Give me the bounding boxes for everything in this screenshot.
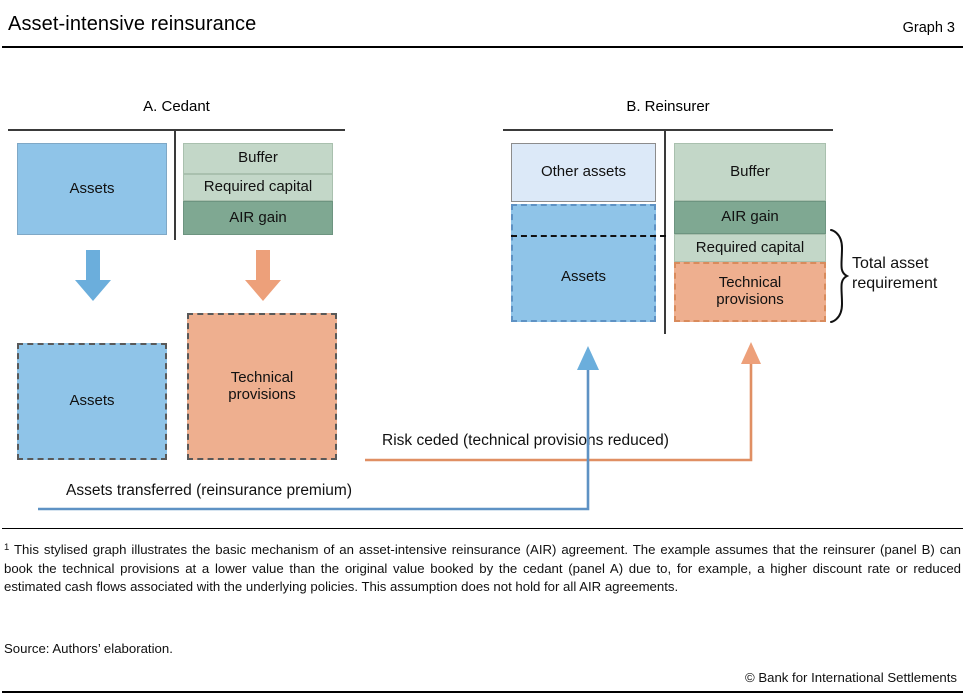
- panel-a-assets-bottom-box: Assets: [17, 343, 167, 460]
- panel-b-technical-provisions-box: Technical provisions: [674, 262, 826, 322]
- panel-b-technical-provisions-label: Technical provisions: [716, 274, 784, 308]
- panel-b-title: B. Reinsurer: [626, 98, 710, 115]
- footnote-body: This stylised graph illustrates the basi…: [4, 542, 961, 595]
- technical-provisions-down-arrow: [244, 250, 282, 302]
- panel-a-air-gain-label: AIR gain: [229, 208, 287, 226]
- total-asset-requirement-line2: requirement: [852, 275, 938, 292]
- panel-b-rule: [503, 129, 833, 131]
- footer-rule: [2, 691, 963, 693]
- total-asset-requirement-brace: [828, 228, 850, 324]
- panel-a-assets-top-box: Assets: [17, 143, 167, 235]
- panel-b-required-capital-label: Required capital: [695, 238, 805, 256]
- panel-b-assets-box: Assets: [511, 204, 656, 322]
- panel-a-divider: [174, 130, 176, 240]
- panel-a-required-capital-label: Required capital: [203, 178, 313, 196]
- page-title: Asset-intensive reinsurance: [8, 13, 257, 35]
- header-rule: [2, 46, 963, 48]
- panel-b-buffer-label: Buffer: [730, 162, 770, 180]
- panel-b-air-gain-label: AIR gain: [721, 208, 779, 226]
- source-line: Source: Authors’ elaboration.: [4, 641, 173, 656]
- panel-a-technical-provisions-box: Technical provisions: [187, 313, 337, 460]
- panel-a-required-capital-box: Required capital: [183, 174, 333, 201]
- footnote-text: 1 This stylised graph illustrates the ba…: [4, 541, 961, 597]
- panel-b-buffer-box: Buffer: [674, 143, 826, 201]
- panel-b-required-capital-box: Required capital: [674, 234, 826, 262]
- graph-number: Graph 3: [902, 20, 955, 36]
- panel-a-assets-bottom-label: Assets: [69, 392, 115, 410]
- copyright-line: © Bank for International Settlements: [744, 670, 957, 685]
- panel-a-buffer-label: Buffer: [238, 149, 278, 167]
- risk-ceded-connector: [360, 338, 761, 466]
- panel-a-assets-top-label: Assets: [69, 179, 115, 197]
- total-asset-requirement-line1: Total asset: [852, 255, 929, 272]
- total-asset-requirement-label: Total asset requirement: [852, 254, 937, 294]
- panel-a-air-gain-box: AIR gain: [183, 201, 333, 235]
- panel-a-rule: [8, 129, 345, 131]
- assets-transferred-label: Assets transferred (reinsurance premium): [66, 482, 352, 499]
- assets-down-arrow: [74, 250, 112, 302]
- footnote-rule: [2, 528, 963, 529]
- assets-transferred-connector: [34, 340, 604, 512]
- panel-b-assets-split-line: [511, 235, 666, 237]
- panel-a-technical-provisions-label: Technical provisions: [228, 368, 296, 403]
- footnote-marker: 1: [4, 542, 10, 553]
- risk-ceded-label: Risk ceded (technical provisions reduced…: [382, 432, 669, 449]
- panel-b-air-gain-box: AIR gain: [674, 201, 826, 234]
- panel-b-other-assets-box: Other assets: [511, 143, 656, 202]
- panel-b-divider: [664, 130, 666, 334]
- panel-a-buffer-box: Buffer: [183, 143, 333, 174]
- panel-b-other-assets-label: Other assets: [540, 163, 627, 181]
- panel-b-assets-label: Assets: [560, 267, 606, 285]
- panel-a-title: A. Cedant: [143, 98, 210, 115]
